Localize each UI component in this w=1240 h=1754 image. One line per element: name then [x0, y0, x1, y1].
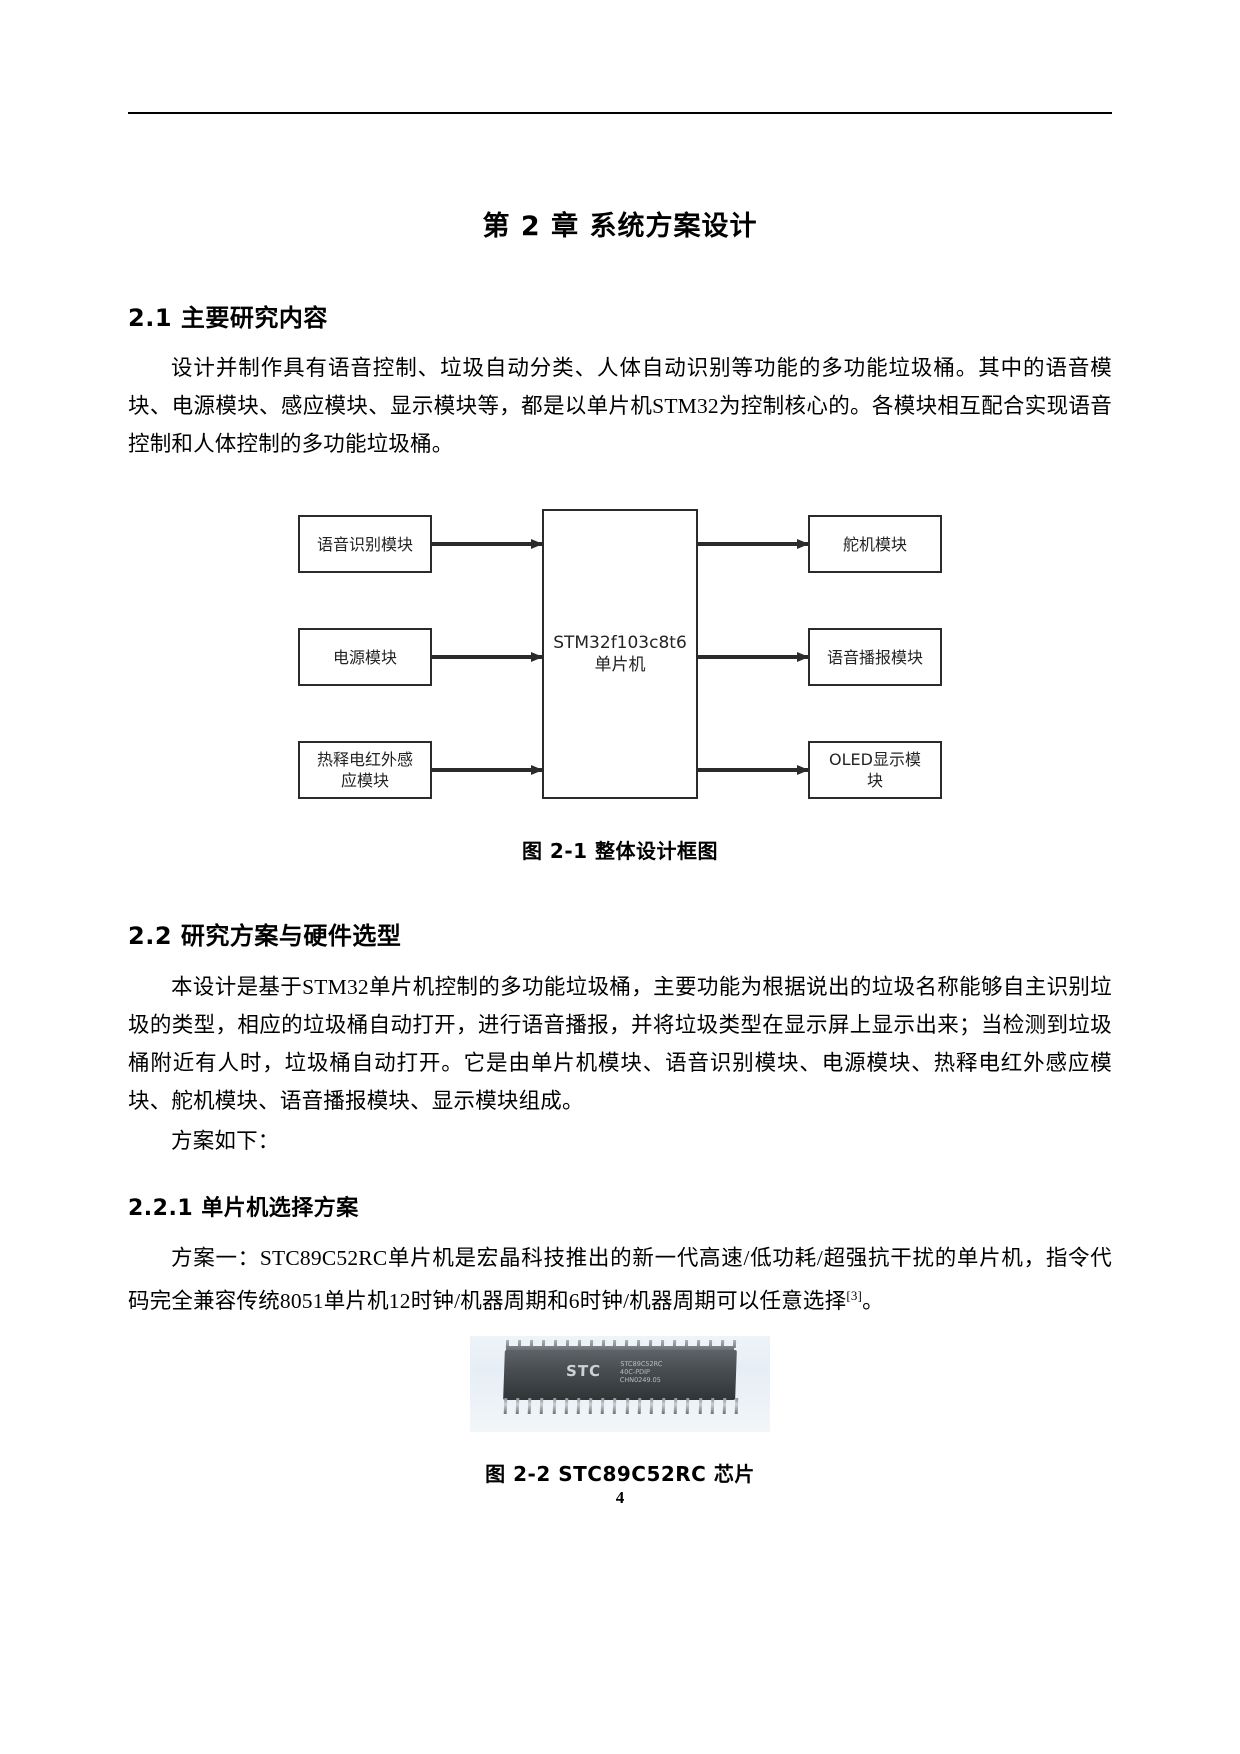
- section-heading-2-1: 2.1 主要研究内容: [128, 303, 328, 332]
- section-2-2-paragraph-1: 本设计是基于STM32单片机控制的多功能垃圾桶，主要功能为根据说出的垃圾名称能够…: [128, 974, 1112, 1113]
- header-rule: [128, 112, 1112, 114]
- chip-brand-label: STC: [565, 1361, 602, 1380]
- chapter-title: 第 2 章 系统方案设计: [482, 211, 758, 242]
- diagram-block-oled-display: OLED显示模 块: [808, 741, 942, 800]
- section-2-2-1-paragraph-text: 方案一：STC89C52RC单片机是宏晶科技推出的新一代高速/低功耗/超强抗干扰…: [128, 1245, 1112, 1313]
- figure-2-1-caption: 图 2-1 整体设计框图: [521, 839, 719, 864]
- section-2-2-paragraph-2: 方案如下：: [171, 1128, 280, 1153]
- chip-photo-background: STC STC89C52RC 40C-PDIP CHN0249.05: [470, 1335, 770, 1432]
- figure-2-2-caption: 图 2-2 STC89C52RC 芯片: [485, 1461, 755, 1486]
- diagram-block-servo: 舵机模块: [808, 515, 942, 574]
- page-content: 第 2 章 系统方案设计 2.1 主要研究内容 设计并制作具有语音控制、垃圾自动…: [128, 150, 1112, 1487]
- chip-marking-label: STC89C52RC 40C-PDIP CHN0249.05: [619, 1359, 663, 1384]
- section-2-1-paragraph: 设计并制作具有语音控制、垃圾自动分类、人体自动识别等功能的多功能垃圾桶。其中的语…: [128, 356, 1112, 457]
- page-number: 4: [615, 1488, 625, 1507]
- section-2-2-1-paragraph: 方案一：STC89C52RC单片机是宏晶科技推出的新一代高速/低功耗/超强抗干扰…: [128, 1239, 1112, 1320]
- section-heading-2-2: 2.2 研究方案与硬件选型: [128, 922, 402, 951]
- section-2-2-1-paragraph-end: 。: [862, 1288, 884, 1313]
- figure-2-2: STC STC89C52RC 40C-PDIP CHN0249.05: [470, 1335, 770, 1432]
- diagram-block-voice-broadcast: 语音播报模块: [808, 628, 942, 687]
- subsection-heading-2-2-1: 2.2.1 单片机选择方案: [128, 1195, 359, 1221]
- diagram-block-mcu: STM32f103c8t6 单片机: [542, 509, 698, 800]
- chip-pins-bottom: [503, 1397, 739, 1414]
- diagram-block-pir-sensor: 热释电红外感 应模块: [298, 741, 432, 800]
- diagram-block-power: 电源模块: [298, 628, 432, 687]
- block-diagram-arrows: [432, 539, 809, 776]
- figure-2-1: 语音识别模块 电源模块 热释电红外感 应模块 STM32f103c8t6 单片机…: [280, 497, 960, 809]
- diagram-block-voice-recognition: 语音识别模块: [298, 515, 432, 574]
- reference-marker: [3]: [846, 1287, 863, 1303]
